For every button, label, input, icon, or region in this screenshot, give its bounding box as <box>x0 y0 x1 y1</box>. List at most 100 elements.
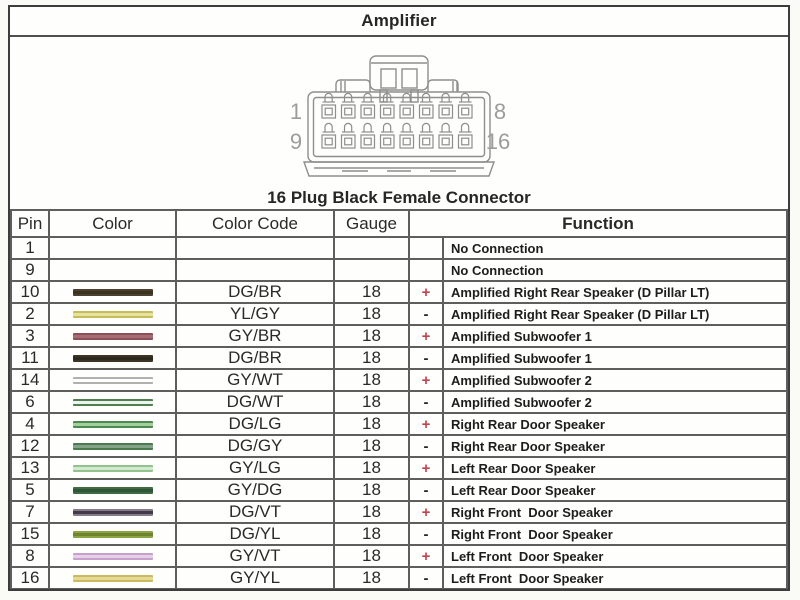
color-cell <box>48 258 177 282</box>
polarity-cell: - <box>408 522 444 546</box>
table-row: 12 DG/GY 18 - Right Rear Door Speaker <box>10 434 788 458</box>
function-cell: Left Rear Door Speaker <box>442 456 788 480</box>
color-code-cell: GY/WT <box>175 368 335 392</box>
wire-color-swatch <box>72 420 153 428</box>
connector-caption: 16 Plug Black Female Connector <box>267 188 531 207</box>
color-cell <box>48 412 177 436</box>
polarity-cell: + <box>408 280 444 304</box>
wire-color-swatch <box>72 354 153 362</box>
pin-label-16: 16 <box>486 129 510 154</box>
color-code-cell: GY/LG <box>175 456 335 480</box>
connector-cavities <box>321 92 473 149</box>
color-cell <box>48 390 177 414</box>
function-cell: Right Front Door Speaker <box>442 522 788 546</box>
color-cell <box>48 500 177 524</box>
header-gauge: Gauge <box>333 209 410 238</box>
gauge-cell: 18 <box>333 456 410 480</box>
function-cell: Left Rear Door Speaker <box>442 478 788 502</box>
color-cell <box>48 368 177 392</box>
table-row: 9 No Connection <box>10 258 788 282</box>
color-code-cell: DG/BR <box>175 280 335 304</box>
table-row: 5 GY/DG 18 - Left Rear Door Speaker <box>10 478 788 502</box>
table-row: 6 DG/WT 18 - Amplified Subwoofer 2 <box>10 390 788 414</box>
function-cell: Amplified Subwoofer 2 <box>442 368 788 392</box>
function-cell: No Connection <box>442 258 788 282</box>
pin-cell: 9 <box>10 258 50 282</box>
function-cell: Amplified Subwoofer 2 <box>442 390 788 414</box>
gauge-cell: 18 <box>333 522 410 546</box>
function-cell: Right Front Door Speaker <box>442 500 788 524</box>
pin-label-8: 8 <box>494 99 506 124</box>
polarity-cell: - <box>408 566 444 589</box>
polarity-cell <box>408 258 444 282</box>
color-code-cell: DG/VT <box>175 500 335 524</box>
function-cell: Left Front Door Speaker <box>442 566 788 589</box>
color-cell <box>48 566 177 589</box>
gauge-cell: 18 <box>333 500 410 524</box>
color-code-cell: GY/VT <box>175 544 335 568</box>
pin-cell: 16 <box>10 566 50 589</box>
pin-cell: 7 <box>10 500 50 524</box>
table-row: 1 No Connection <box>10 236 788 260</box>
page-title: Amplifier <box>361 11 437 30</box>
polarity-cell: + <box>408 500 444 524</box>
header-color: Color <box>48 209 177 238</box>
pin-cell: 4 <box>10 412 50 436</box>
gauge-cell: 18 <box>333 390 410 414</box>
wire-color-swatch <box>72 442 153 450</box>
gauge-cell: 18 <box>333 302 410 326</box>
polarity-cell: - <box>408 434 444 458</box>
wiring-diagram-sheet: Amplifier <box>8 5 790 591</box>
gauge-cell: 18 <box>333 478 410 502</box>
function-cell: Right Rear Door Speaker <box>442 412 788 436</box>
header-color-code: Color Code <box>175 209 335 238</box>
table-row: 10 DG/BR 18 + Amplified Right Rear Speak… <box>10 280 788 304</box>
wire-color-swatch <box>72 464 153 472</box>
pinout-table-wrap: Pin Color Color Code Gauge Function 1 No… <box>10 209 788 589</box>
color-cell <box>48 324 177 348</box>
gauge-cell <box>333 236 410 260</box>
wire-color-swatch <box>72 486 153 494</box>
table-row: 16 GY/YL 18 - Left Front Door Speaker <box>10 566 788 589</box>
function-cell: Right Rear Door Speaker <box>442 434 788 458</box>
polarity-cell: + <box>408 544 444 568</box>
pin-cell: 11 <box>10 346 50 370</box>
gauge-cell: 18 <box>333 324 410 348</box>
function-cell: Amplified Subwoofer 1 <box>442 324 788 348</box>
color-cell <box>48 236 177 260</box>
table-row: 2 YL/GY 18 - Amplified Right Rear Speake… <box>10 302 788 326</box>
color-code-cell: GY/BR <box>175 324 335 348</box>
polarity-cell: + <box>408 324 444 348</box>
pin-cell: 12 <box>10 434 50 458</box>
page-title-band: Amplifier <box>10 7 788 37</box>
polarity-cell: - <box>408 478 444 502</box>
color-code-cell: DG/YL <box>175 522 335 546</box>
pin-cell: 14 <box>10 368 50 392</box>
wire-color-swatch <box>72 288 153 296</box>
pinout-table-body: 1 No Connection 9 No Connection 10 DG/BR… <box>10 236 788 589</box>
gauge-cell: 18 <box>333 368 410 392</box>
color-cell <box>48 478 177 502</box>
gauge-cell: 18 <box>333 412 410 436</box>
wire-color-swatch <box>72 530 153 538</box>
pin-cell: 3 <box>10 324 50 348</box>
table-row: 8 GY/VT 18 + Left Front Door Speaker <box>10 544 788 568</box>
connector-pin-numbers: 1 8 9 16 <box>290 99 510 154</box>
gauge-cell <box>333 258 410 282</box>
polarity-cell: - <box>408 302 444 326</box>
function-cell: No Connection <box>442 236 788 260</box>
color-code-cell: DG/WT <box>175 390 335 414</box>
pin-cell: 10 <box>10 280 50 304</box>
pin-cell: 5 <box>10 478 50 502</box>
color-code-cell <box>175 258 335 282</box>
pin-cell: 15 <box>10 522 50 546</box>
table-row: 14 GY/WT 18 + Amplified Subwoofer 2 <box>10 368 788 392</box>
pin-cell: 2 <box>10 302 50 326</box>
table-row: 7 DG/VT 18 + Right Front Door Speaker <box>10 500 788 524</box>
color-cell <box>48 302 177 326</box>
gauge-cell: 18 <box>333 544 410 568</box>
color-cell <box>48 544 177 568</box>
color-code-cell: DG/LG <box>175 412 335 436</box>
wire-color-swatch <box>72 310 153 318</box>
color-cell <box>48 346 177 370</box>
